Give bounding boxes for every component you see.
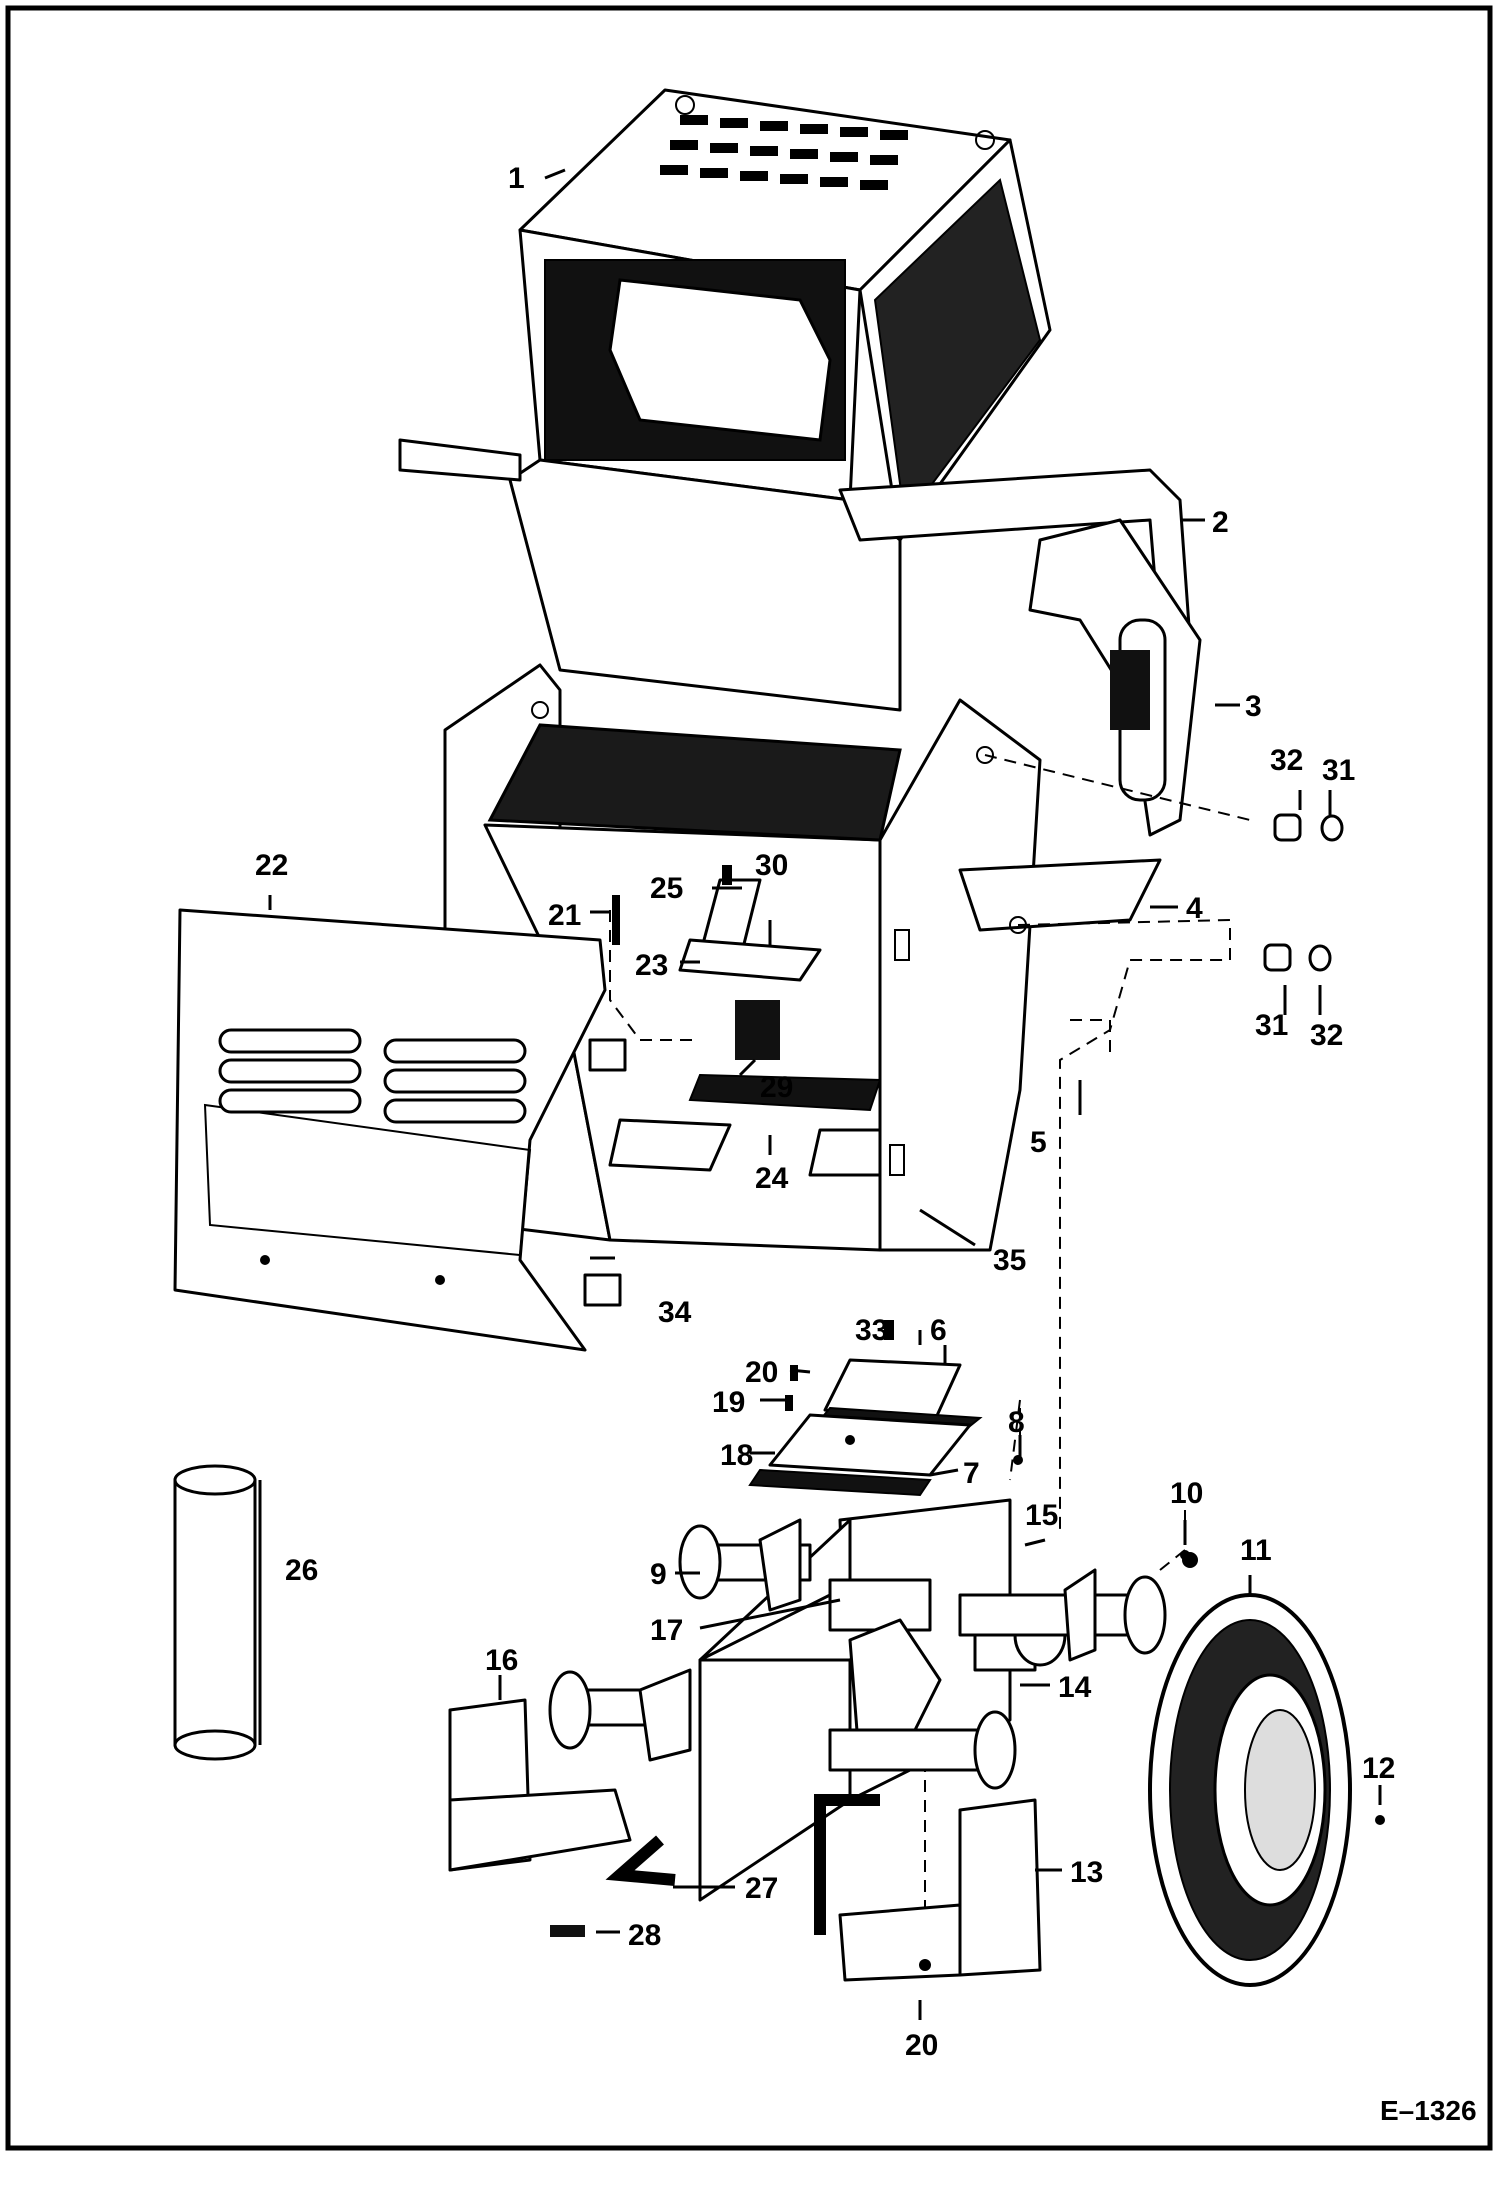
part-tire (1148, 1552, 1352, 1987)
callout-31: 31 (1322, 754, 1355, 787)
callout-29: 29 (760, 1071, 793, 1104)
callout-32: 32 (1270, 744, 1303, 777)
callout-10: 10 (1170, 1477, 1203, 1510)
callout-22: 22 (255, 849, 288, 882)
callout-12: 12 (1362, 1752, 1395, 1785)
callout-18: 18 (720, 1439, 753, 1472)
part-rear-door (173, 908, 627, 1352)
callout-20b: 20 (905, 2029, 938, 2062)
diagram-border (5, 5, 1493, 2151)
callout-25: 25 (650, 872, 683, 905)
part-access-plates (748, 1358, 983, 1497)
callout-1: 1 (508, 162, 525, 195)
callout-27: 27 (745, 1872, 778, 1905)
part-links (550, 1794, 880, 1937)
callout-13: 13 (1070, 1856, 1103, 1889)
callout-31b: 31 (1255, 1009, 1288, 1042)
callout-8: 8 (1008, 1406, 1025, 1439)
callout-16: 16 (485, 1644, 518, 1677)
callout-5: 5 (1030, 1126, 1047, 1159)
callout-4: 4 (1186, 892, 1203, 925)
callout-28: 28 (628, 1919, 661, 1952)
hardware-bolts (612, 813, 1385, 1971)
callout-15: 15 (1025, 1499, 1058, 1532)
callout-21: 21 (548, 899, 581, 932)
part-shields (448, 1698, 1042, 1982)
part-axles (548, 1518, 1167, 1790)
callout-3: 3 (1245, 690, 1262, 723)
callout-33: 33 (855, 1314, 888, 1347)
callout-26: 26 (285, 1554, 318, 1587)
callout-34: 34 (658, 1296, 692, 1329)
callout-6: 6 (930, 1314, 947, 1347)
callout-7: 7 (963, 1457, 980, 1490)
callout-17: 17 (650, 1614, 683, 1647)
callout-35: 35 (993, 1244, 1026, 1277)
leader-lines (258, 168, 1382, 2020)
figure-id: E–1326 (1380, 2095, 1477, 2126)
part-cab (508, 88, 1052, 712)
part-tube (173, 1464, 257, 1761)
callout-32b: 32 (1310, 1019, 1343, 1052)
callout-23: 23 (635, 949, 668, 982)
part-lift-arm (398, 438, 1202, 837)
callout-14: 14 (1058, 1671, 1092, 1704)
callout-20: 20 (745, 1356, 778, 1389)
callout-11: 11 (1240, 1534, 1272, 1567)
callout-labels: 1 2 3 4 5 6 7 8 9 10 11 12 13 14 15 16 1… (255, 162, 1395, 2062)
callout-19: 19 (712, 1386, 745, 1419)
callout-2: 2 (1212, 506, 1229, 539)
callout-30: 30 (755, 849, 788, 882)
callout-9: 9 (650, 1558, 667, 1591)
callout-24: 24 (755, 1162, 789, 1195)
